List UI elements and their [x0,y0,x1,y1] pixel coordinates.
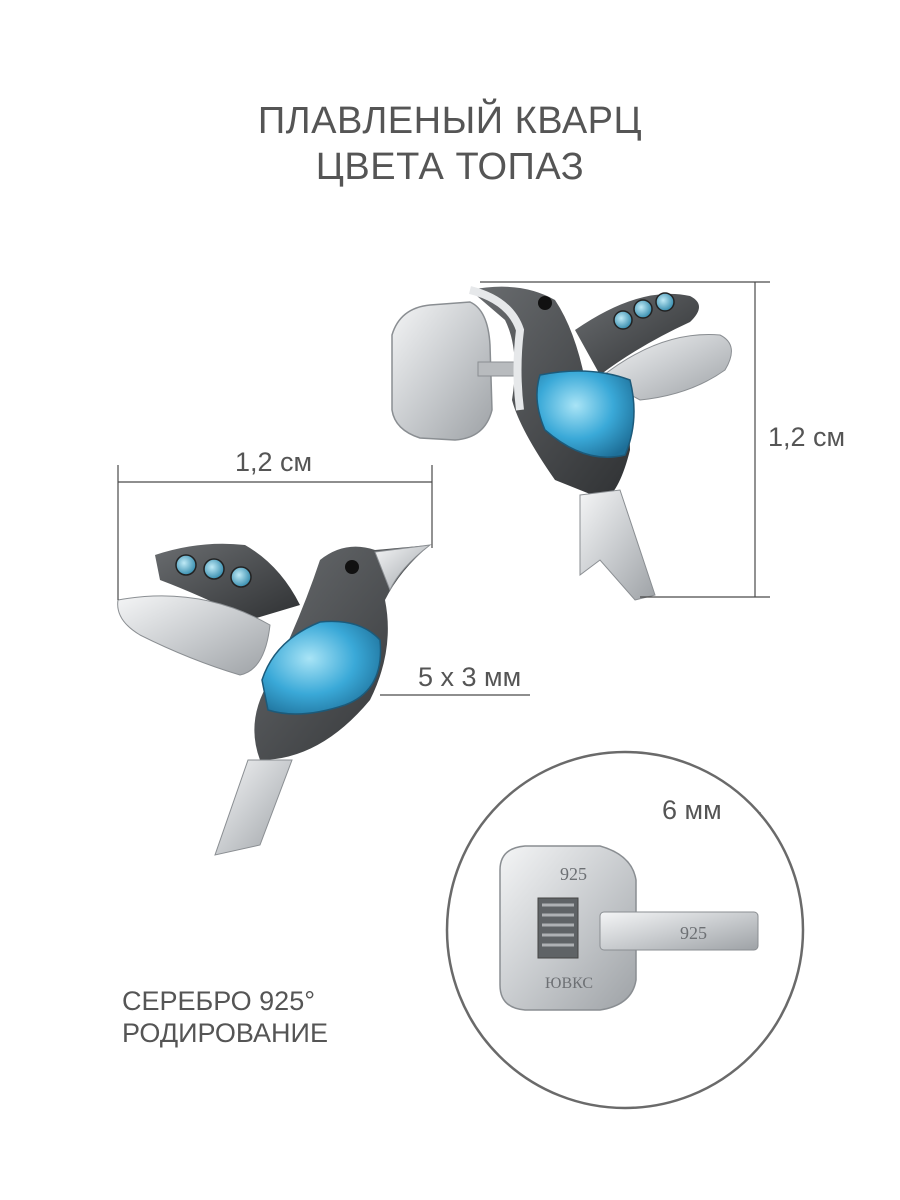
detail-stamp-maker: ЮВКС [545,975,593,992]
wing-stone-1 [613,310,633,330]
detail-stamp-925: 925 [560,864,587,884]
detail-pin [599,911,759,951]
title-line-2: ЦВЕТА ТОПАЗ [315,146,585,188]
wing-stone-3 [655,292,675,312]
front-tail [214,759,293,856]
clasp-back-shape [391,301,493,441]
topaz-stone-top [536,370,635,458]
wing-stone-2 [633,299,653,319]
clasp-dimension-label: 6 мм [662,795,722,825]
clasp-detail: 925 925 ЮВКС [445,750,805,1110]
front-beak [374,544,432,592]
width-dimension-label: 1,2 см [235,447,313,477]
material-info: СЕРЕБРО 925° РОДИРОВАНИЕ [122,985,328,1049]
topaz-stone-front [261,620,382,715]
front-wing-stone-2 [203,558,225,580]
detail-stamp-925-pin: 925 [680,923,707,943]
height-dimension-label: 1,2 см [768,422,846,452]
wing-lower [599,334,732,401]
detail-spring [537,897,579,959]
spring-coils [542,903,574,947]
wing-upper [575,293,699,375]
material-line-1: СЕРЕБРО 925° [122,986,316,1016]
front-wing-stone-1 [175,554,197,576]
earring-side-view [391,286,732,601]
front-eye [345,560,359,574]
earring-front-view [117,543,432,856]
front-wing-stone-3 [230,566,252,588]
bird-neck [468,286,525,411]
product-title: ПЛАВЛЕНЫЙ КВАРЦ ЦВЕТА ТОПАЗ [0,98,900,190]
bird-tail [579,489,656,601]
post-pin [477,361,519,377]
stone-dimension-label: 5 х 3 мм [418,662,522,692]
title-line-1: ПЛАВЛЕНЫЙ КВАРЦ [257,100,643,142]
front-wing-lower [117,595,271,676]
bird-eye [538,296,552,310]
material-line-2: РОДИРОВАНИЕ [122,1018,328,1048]
